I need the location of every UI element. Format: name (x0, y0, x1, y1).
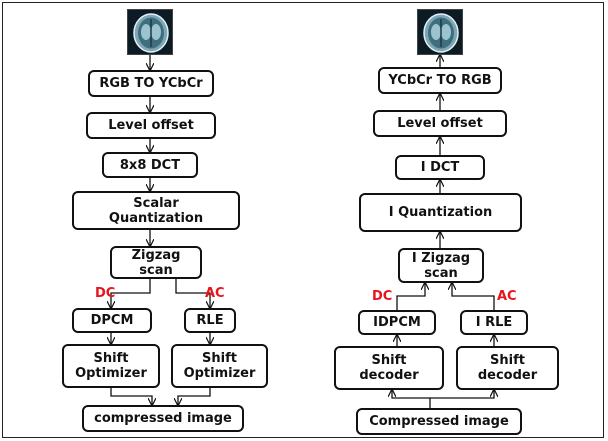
enc-rgb-to-ycbcr-box: RGB TO YCbCr (88, 70, 214, 97)
enc-rle-box: RLE (184, 308, 236, 333)
arrow-dec-idpcm-to-izigzag (396, 283, 425, 310)
enc-dpcm-box: DPCM (72, 308, 152, 333)
dec-shift-decoder-right-box: Shift decoder (456, 346, 559, 390)
arrow-dec-input-to-shiftl (392, 390, 431, 408)
dec-dc-label: DC (372, 289, 393, 304)
arrow-enc-zigzag-to-rle (175, 279, 210, 308)
enc-zigzag-scan-box: Zigzag scan (110, 246, 202, 279)
dec-compressed-image-box: Compressed image (356, 408, 522, 435)
enc-compressed-image-box: compressed image (82, 405, 244, 432)
arrow-dec-irle-to-izigzag (452, 283, 495, 310)
brain-ct-scan-icon (417, 9, 463, 55)
enc-level-offset-box: Level offset (86, 112, 216, 139)
enc-ac-label: AC (205, 286, 225, 301)
enc-shift-optimizer-right-box: Shift Optimizer (171, 344, 268, 388)
brain-ct-scan-icon (127, 9, 173, 55)
dec-i-quantization-box: I Quantization (359, 193, 522, 232)
dec-irle-box: I RLE (460, 310, 528, 335)
arrow-dec-input-to-shiftr (430, 390, 494, 399)
arrow-enc-shiftl-to-output (110, 388, 152, 405)
enc-dct-box: 8x8 DCT (102, 152, 198, 178)
enc-scalar-quantization-box: Scalar Quantization (72, 191, 240, 230)
dec-ycbcr-to-rgb-box: YCbCr TO RGB (378, 67, 502, 94)
diagram-frame (2, 2, 604, 438)
dec-ac-label: AC (497, 289, 517, 304)
dec-i-zigzag-scan-box: I Zigzag scan (398, 248, 484, 283)
enc-dc-label: DC (95, 286, 116, 301)
dec-idct-box: I DCT (395, 155, 485, 180)
enc-shift-optimizer-left-box: Shift Optimizer (62, 344, 160, 388)
dec-idpcm-box: IDPCM (358, 310, 436, 335)
arrow-enc-zigzag-to-dpcm (111, 279, 151, 308)
arrow-enc-shiftr-to-output (178, 388, 211, 405)
dec-shift-decoder-left-box: Shift decoder (334, 346, 444, 390)
dec-level-offset-box: Level offset (373, 110, 507, 137)
